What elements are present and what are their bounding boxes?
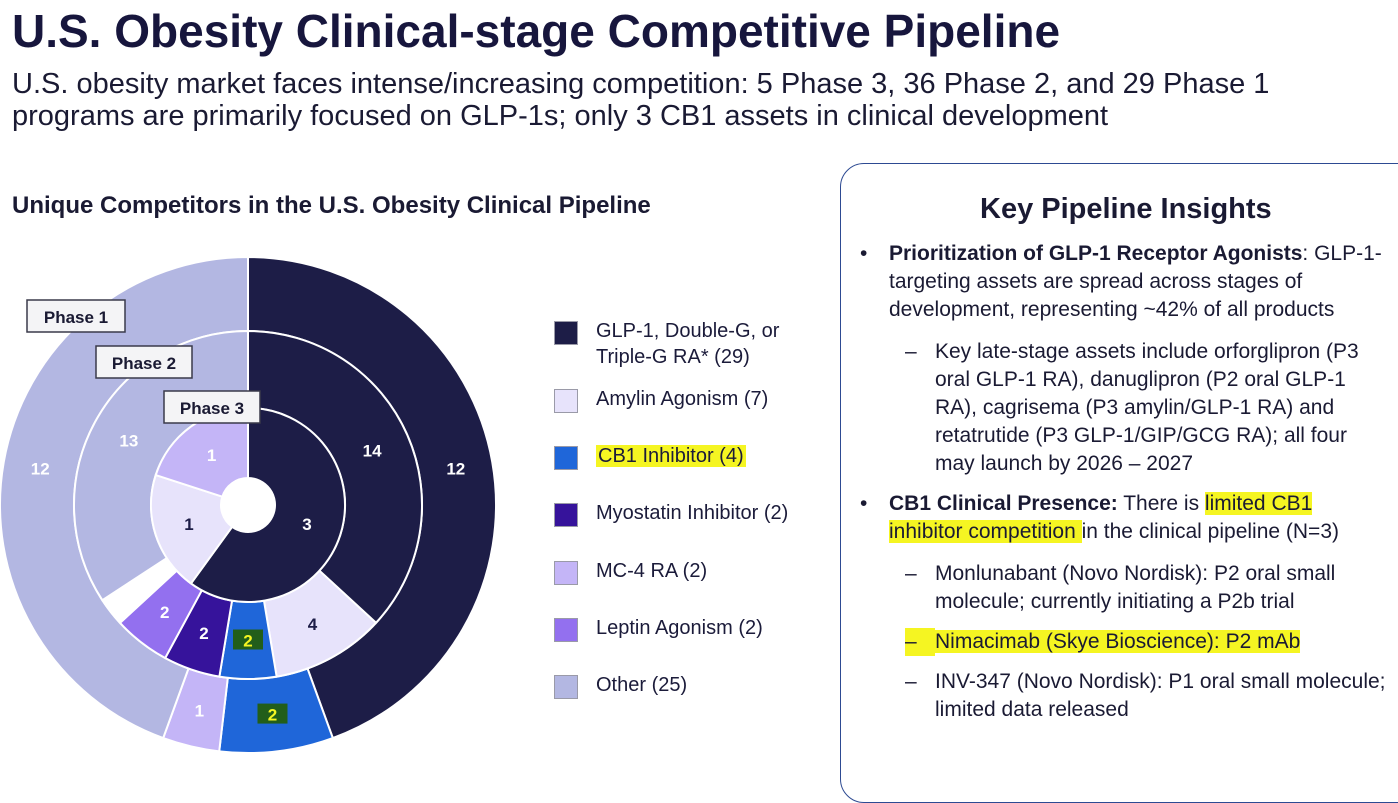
- insights-list: • Prioritization of GLP-1 Receptor Agoni…: [860, 240, 1390, 736]
- cb1-label-highlight: [233, 629, 263, 650]
- phase-label: Phase 1: [44, 308, 108, 327]
- insight-body: There is: [1117, 492, 1205, 515]
- legend-swatch: [554, 503, 578, 527]
- insight-body: in the clinical pipeline (N=3): [1081, 520, 1339, 543]
- legend-label: CB1 Inhibitor (4): [596, 445, 746, 467]
- legend-item: MC-4 RA (2): [554, 558, 834, 585]
- slice-value-label: 1: [184, 515, 193, 534]
- legend-label: Myostatin Inhibitor (2): [596, 502, 789, 524]
- bullet-dash: –: [905, 670, 917, 693]
- legend-item: Amylin Agonism (7): [554, 386, 834, 413]
- phase-label: Phase 2: [112, 354, 176, 373]
- chart-heading: Unique Competitors in the U.S. Obesity C…: [12, 192, 651, 219]
- slice-value-label: 2: [243, 632, 252, 651]
- slice-value-label: 4: [308, 615, 318, 634]
- cb1-label-highlight: [257, 703, 288, 724]
- legend-swatch: [554, 561, 578, 585]
- phase-label: Phase 3: [180, 399, 244, 418]
- page-title: U.S. Obesity Clinical-stage Competitive …: [12, 5, 1061, 57]
- insights-panel: [840, 163, 1398, 803]
- insight-subbullet: – Monlunabant (Novo Nordisk): P2 oral sm…: [905, 560, 1390, 616]
- insight-subtext: Key late-stage assets include orforglipr…: [935, 340, 1359, 475]
- legend-label: MC-4 RA (2): [596, 560, 708, 582]
- legend-label: Amylin Agonism (7): [596, 388, 769, 410]
- bullet-dash: –: [905, 340, 917, 363]
- insight-subbullet: – INV-347 (Novo Nordisk): P1 oral small …: [905, 668, 1390, 724]
- legend-item: Myostatin Inhibitor (2): [554, 500, 834, 527]
- insight-bold: CB1 Clinical Presence:: [889, 492, 1118, 515]
- insight-bullet: • CB1 Clinical Presence: There is limite…: [860, 490, 1390, 546]
- bullet-dash: –: [905, 628, 935, 656]
- bullet-dash: –: [905, 562, 917, 585]
- legend-item: CB1 Inhibitor (4): [554, 443, 834, 470]
- legend-swatch: [554, 618, 578, 642]
- slice-value-label: 2: [199, 624, 208, 643]
- slice-value-label: 3: [302, 515, 311, 534]
- legend-swatch: [554, 446, 578, 470]
- slice-value-label: 12: [31, 459, 50, 478]
- insight-highlight: Nimacimab (Skye Bioscience): P2 mAb: [935, 630, 1301, 653]
- slice-value-label: 12: [446, 459, 465, 478]
- insight-subtext: INV-347 (Novo Nordisk): P1 oral small mo…: [935, 670, 1386, 721]
- insight-bold: Prioritization of GLP-1 Receptor Agonist…: [889, 242, 1303, 265]
- insights-title: Key Pipeline Insights: [980, 193, 1272, 225]
- nested-donut-chart: 12 2 1 12 14 4 2 2 2 13 3 1 1 Phase 1 Phase 2 Phase 3: [0, 255, 497, 754]
- insight-subbullet: – Key late-stage assets include orforgli…: [905, 338, 1390, 478]
- insight-body: : GLP-1-targeting assets are spread acro…: [889, 242, 1382, 321]
- legend-label: Other (25): [596, 674, 688, 696]
- insight-text: CB1 Clinical Presence: There is limited …: [889, 490, 1390, 546]
- slice-value-label: 14: [363, 442, 382, 461]
- slice-value-label: 13: [119, 432, 138, 451]
- legend-item: Leptin Agonism (2): [554, 615, 834, 642]
- slice-value-label: 2: [268, 706, 277, 725]
- slice-value-label: 1: [207, 446, 216, 465]
- page-subtitle: U.S. obesity market faces intense/increa…: [12, 68, 1270, 132]
- bullet-dot: •: [860, 492, 868, 515]
- phase-label-box: [163, 390, 261, 424]
- legend-label: Leptin Agonism (2): [596, 617, 763, 639]
- insight-subtext: Nimacimab (Skye Bioscience): P2 mAb: [935, 628, 1390, 656]
- legend-label: GLP-1, Double-G, or Triple-G RA* (29): [596, 320, 780, 368]
- legend-swatch: [554, 389, 578, 413]
- insight-text: Prioritization of GLP-1 Receptor Agonist…: [889, 240, 1390, 324]
- legend-item: GLP-1, Double-G, or Triple-G RA* (29): [554, 318, 834, 370]
- phase-label-box: [95, 345, 193, 379]
- phase-label-box: [26, 299, 126, 333]
- donut-slice: [189, 406, 346, 603]
- insight-bullet: • Prioritization of GLP-1 Receptor Agoni…: [860, 240, 1390, 324]
- legend-swatch: [554, 675, 578, 699]
- insight-subbullet: – Nimacimab (Skye Bioscience): P2 mAb: [905, 628, 1390, 656]
- legend-swatch: [554, 321, 578, 345]
- slice-value-label: 2: [160, 603, 169, 622]
- donut-slice: [150, 473, 234, 585]
- insight-subtext: Monlunabant (Novo Nordisk): P2 oral smal…: [935, 562, 1336, 613]
- slice-value-label: 1: [195, 701, 204, 720]
- bullet-dot: •: [860, 242, 868, 265]
- legend-item: Other (25): [554, 672, 834, 699]
